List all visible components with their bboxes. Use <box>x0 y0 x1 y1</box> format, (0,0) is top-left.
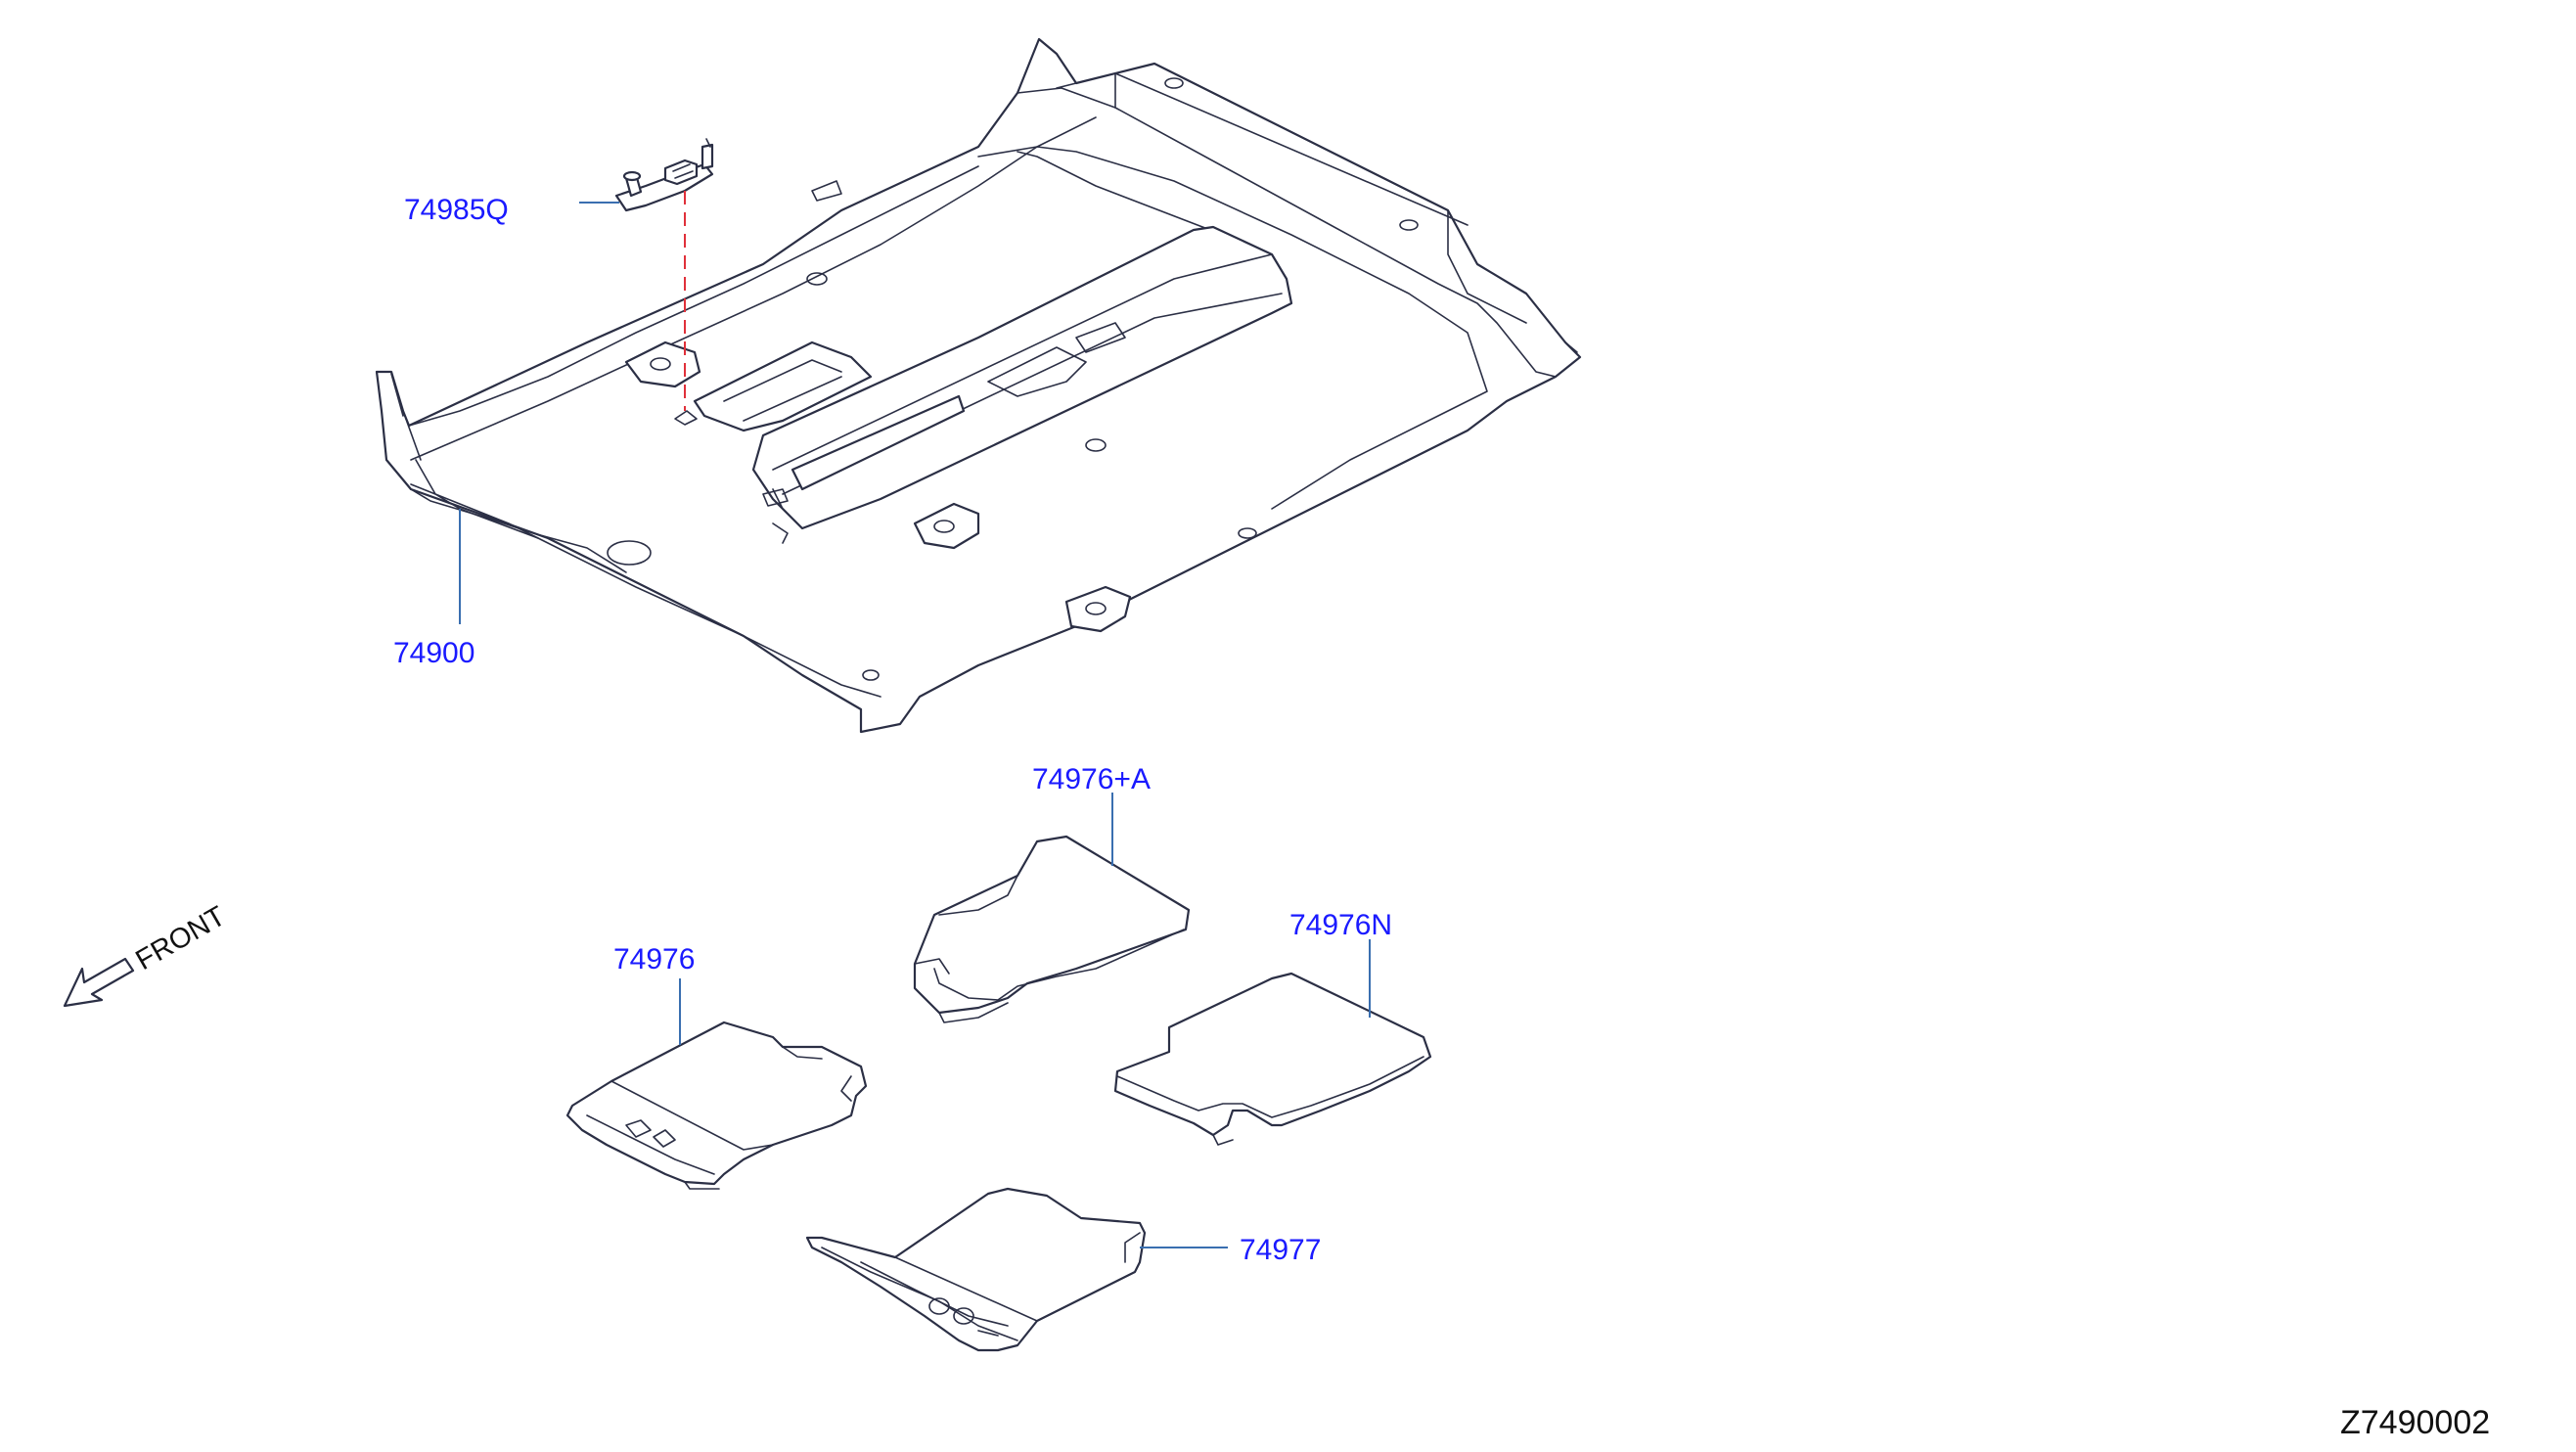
floor-mat-front-left[interactable] <box>565 1021 868 1190</box>
part-label-74976N: 74976N <box>1289 909 1392 941</box>
part-label-74976A: 74976+A <box>1032 763 1151 795</box>
floor-mat-rear-left[interactable] <box>913 835 1191 1023</box>
floor-carpet[interactable] <box>375 37 1582 734</box>
front-label: FRONT <box>131 900 232 976</box>
floor-mat-front-right[interactable] <box>805 1187 1147 1352</box>
clip-mount-point <box>674 410 698 426</box>
part-label-74977: 74977 <box>1240 1234 1321 1266</box>
diagram-code: Z7490002 <box>2340 1404 2490 1441</box>
part-label-74976: 74976 <box>613 943 695 976</box>
carpet-clip[interactable] <box>614 138 714 212</box>
front-arrow-icon <box>63 957 135 1008</box>
floor-mat-rear-right[interactable] <box>1113 972 1432 1146</box>
front-direction-indicator: FRONT <box>63 900 232 1008</box>
part-label-74900: 74900 <box>393 637 475 669</box>
part-label-74985Q: 74985Q <box>404 194 509 226</box>
